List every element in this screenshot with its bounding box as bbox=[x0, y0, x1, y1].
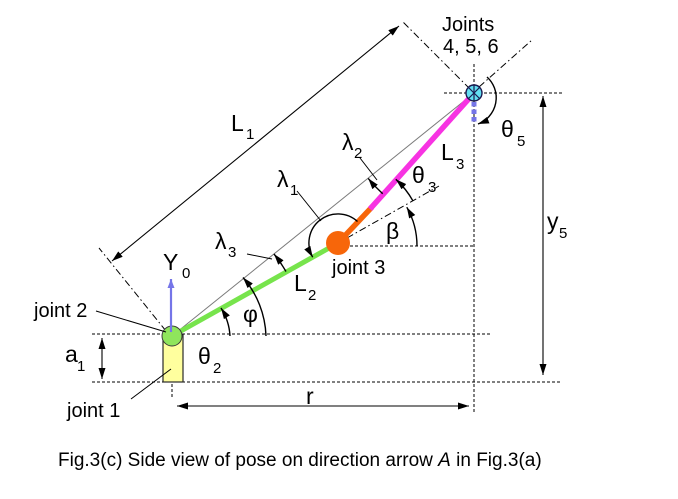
link-L2 bbox=[170, 240, 340, 339]
label-L1-subscript: 1 bbox=[246, 126, 254, 143]
label-a1-subscript: 1 bbox=[77, 358, 85, 375]
extension-line-L3-beyond-wrist bbox=[478, 39, 533, 88]
label-L3-subscript: 3 bbox=[456, 156, 464, 173]
label-Y0: Y bbox=[163, 249, 178, 275]
label-joints456-line2: 4, 5, 6 bbox=[443, 36, 499, 58]
pointer-lambda2 bbox=[359, 157, 378, 181]
pointer-joint1 bbox=[130, 368, 172, 400]
arc-lambda3 bbox=[273, 253, 287, 272]
label-pointers bbox=[95, 157, 378, 400]
label-Y0-subscript: 0 bbox=[182, 265, 190, 282]
extension-lines bbox=[98, 20, 533, 332]
label-lambda1: λ bbox=[277, 166, 289, 192]
arc-theta3 bbox=[395, 178, 414, 202]
pointer-lambda1 bbox=[296, 190, 322, 222]
label-joint2: joint 2 bbox=[33, 300, 87, 322]
label-y5-subscript: 5 bbox=[559, 225, 567, 242]
label-phi: φ bbox=[243, 301, 258, 327]
label-joint3: joint 3 bbox=[331, 257, 385, 279]
caption-prefix: Fig.3(c) Side view of pose on direction … bbox=[58, 450, 438, 471]
arc-phi bbox=[242, 277, 267, 337]
label-y5: y bbox=[547, 208, 559, 234]
label-joint1: joint 1 bbox=[66, 400, 120, 422]
angle-arcs bbox=[220, 76, 497, 337]
label-theta3: θ bbox=[412, 162, 425, 188]
label-theta5-subscript: 5 bbox=[517, 133, 525, 150]
label-L2-subscript: 2 bbox=[308, 287, 316, 304]
pointer-joint2 bbox=[95, 310, 167, 333]
caption-emphasis: A bbox=[437, 450, 451, 471]
label-L2: L bbox=[294, 270, 307, 296]
label-joints456-line1: Joints bbox=[442, 14, 494, 36]
dimension-lines bbox=[98, 25, 547, 410]
label-a1: a bbox=[65, 341, 78, 367]
joint3-marker-icon bbox=[326, 231, 350, 255]
label-lambda3: λ bbox=[215, 228, 227, 254]
label-lambda2-subscript: 2 bbox=[354, 145, 362, 162]
label-lambda1-subscript: 1 bbox=[290, 182, 298, 199]
extension-line-L1-lower bbox=[98, 247, 167, 332]
label-theta2: θ bbox=[198, 343, 211, 369]
text-labels: Joints 4, 5, 6 L 1 λ 2 L 3 θ 5 θ 3 λ 1 β… bbox=[33, 14, 567, 422]
wrist-joint-icon bbox=[465, 84, 483, 102]
label-r: r bbox=[306, 383, 314, 409]
extension-line-L1-upper bbox=[401, 20, 471, 90]
label-L1: L bbox=[231, 110, 244, 136]
label-lambda2: λ bbox=[342, 129, 354, 155]
label-theta5: θ bbox=[501, 116, 514, 142]
label-L3: L bbox=[441, 139, 454, 165]
label-theta3-subscript: 3 bbox=[428, 179, 436, 196]
link-L3 bbox=[367, 91, 477, 211]
label-theta2-subscript: 2 bbox=[213, 360, 221, 377]
chord-joint2-to-wrist bbox=[171, 92, 475, 337]
pointer-lambda3 bbox=[246, 253, 273, 260]
caption-suffix: in Fig.3(a) bbox=[451, 450, 542, 471]
arc-lambda2 bbox=[367, 177, 384, 195]
joint-markers bbox=[161, 84, 483, 383]
label-lambda3-subscript: 3 bbox=[228, 244, 236, 261]
figure-caption: Fig.3(c) Side view of pose on direction … bbox=[58, 450, 542, 471]
label-beta: β bbox=[386, 218, 399, 244]
arc-theta5 bbox=[477, 76, 497, 125]
dimension-L1 bbox=[111, 25, 400, 262]
arc-beta bbox=[406, 206, 418, 247]
arc-theta2 bbox=[220, 307, 231, 337]
